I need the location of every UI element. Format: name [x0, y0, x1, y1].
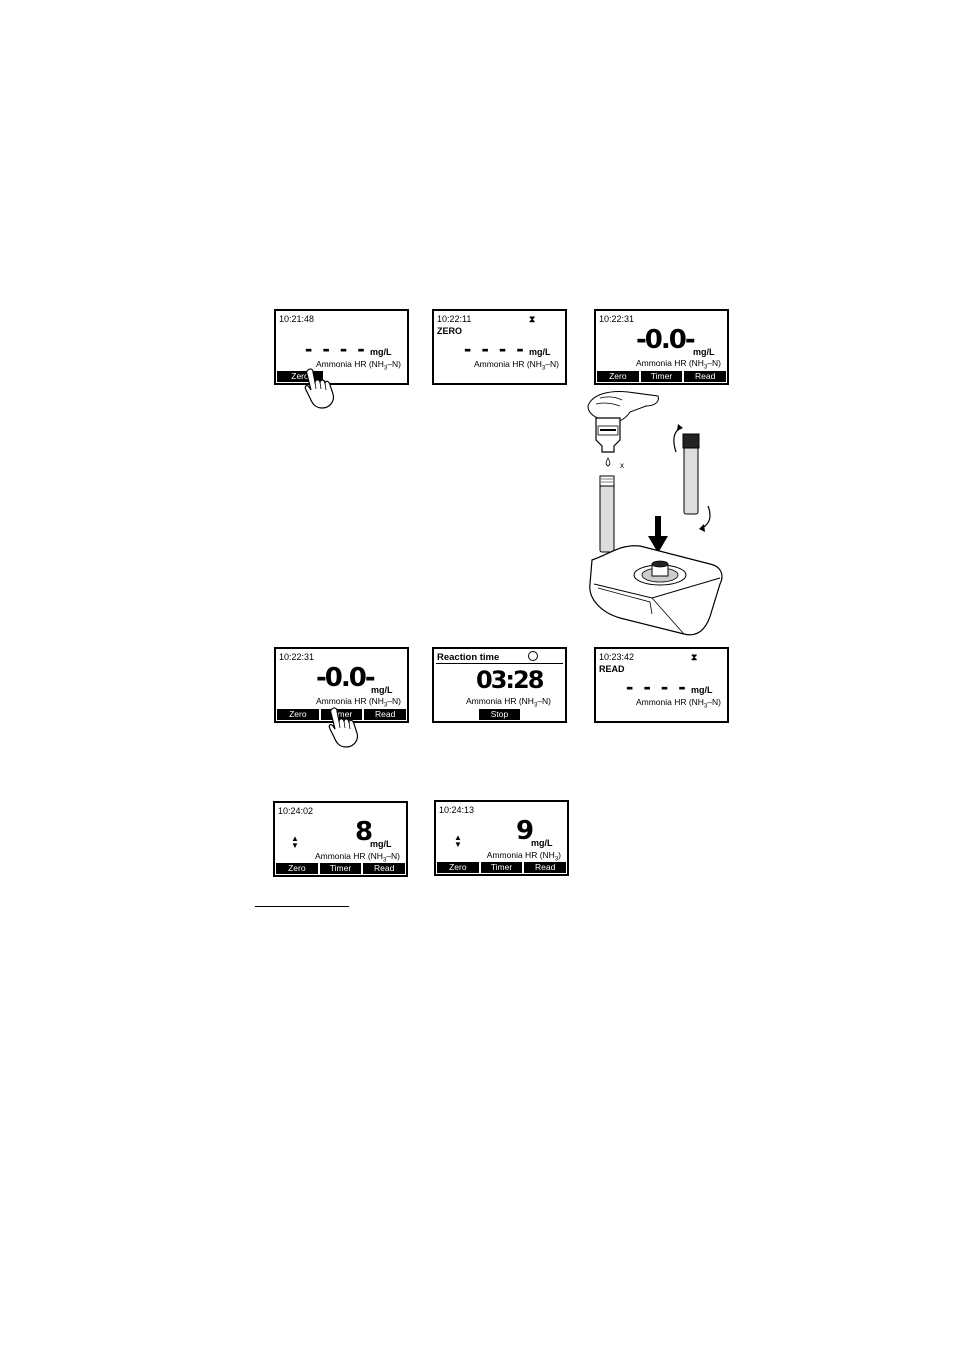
- unit-label: mg/L: [529, 347, 551, 357]
- screen-3: 10:22:31 -0.0- mg/L Ammonia HR (NH3–N) Z…: [594, 309, 729, 385]
- drop-icon: [605, 457, 611, 467]
- unit-label: mg/L: [531, 838, 553, 848]
- hourglass-icon: ⧗: [691, 652, 698, 662]
- softkey-bar: Zero Timer Read: [437, 862, 567, 873]
- hourglass-icon: ⧗: [529, 314, 536, 324]
- reading-dashes: - - - -: [464, 336, 526, 361]
- timer-softkey[interactable]: Timer: [319, 863, 362, 874]
- clock: 10:24:02: [278, 806, 314, 816]
- clock: 10:21:48: [279, 314, 315, 324]
- screen-8: 10:24:13 ▲▼ 9 mg/L Ammonia HR (NH3) Zero…: [434, 800, 569, 876]
- screen-7: 10:24:02 ▲▼ 8 mg/L Ammonia HR (NH3–N) Ze…: [273, 801, 408, 877]
- reading-value: 8: [355, 817, 373, 847]
- unit-label: mg/L: [691, 685, 713, 695]
- stop-softkey[interactable]: Stop: [478, 709, 521, 720]
- scroll-arrows-icon: ▲▼: [454, 833, 462, 849]
- clock: 10:22:11: [437, 314, 472, 324]
- screen-2: 10:22:11 ⧗ ZERO - - - - mg/L Ammonia HR …: [432, 309, 567, 385]
- parameter-label: Ammonia HR (NH3–N): [315, 359, 401, 372]
- zero-softkey[interactable]: Zero: [437, 862, 479, 873]
- pointing-hand-icon: [328, 707, 359, 748]
- parameter-label: Ammonia HR (NH3–N): [473, 359, 559, 372]
- reading-value: 9: [516, 816, 534, 846]
- title-underline: [436, 663, 563, 664]
- read-softkey[interactable]: Read: [363, 863, 406, 874]
- procedure-illustration: x: [587, 391, 723, 636]
- reading-value: -0.0-: [636, 325, 696, 355]
- softkey-bar: Zero: [277, 371, 323, 382]
- stopwatch-icon: [528, 651, 538, 661]
- insert-arrow-icon: [655, 516, 661, 538]
- drop-count-mark: x: [620, 461, 624, 470]
- footnote-divider: [255, 906, 349, 907]
- rotate-arrow-icon: [673, 427, 681, 453]
- parameter-label: Ammonia HR (NH3): [486, 850, 561, 863]
- screen-4: 10:22:31 -0.0- mg/L Ammonia HR (NH3–N) Z…: [274, 647, 409, 723]
- read-softkey[interactable]: Read: [684, 371, 727, 382]
- zero-softkey[interactable]: Zero: [277, 709, 319, 720]
- reading-value: -0.0-: [316, 663, 376, 693]
- screen-6: 10:23:42 ⧗ READ - - - - mg/L Ammonia HR …: [594, 647, 729, 723]
- softkey-bar: Zero Timer Read: [276, 863, 406, 874]
- parameter-label: Ammonia HR (NH3–N): [635, 697, 721, 710]
- screen-title: Reaction time: [437, 652, 500, 663]
- screen-1: 10:21:48 - - - - mg/L Ammonia HR (NH3–N)…: [274, 309, 409, 385]
- status-text: READ: [599, 664, 625, 674]
- rotate-arrow-icon: [701, 505, 711, 529]
- zero-softkey[interactable]: Zero: [597, 371, 639, 382]
- pointing-hand-icon: [304, 368, 335, 409]
- meter-icon: [589, 545, 723, 636]
- reading-dashes: - - - -: [305, 336, 367, 361]
- clock: 10:22:31: [279, 652, 315, 662]
- clock: 10:22:31: [599, 314, 635, 324]
- status-text: ZERO: [437, 326, 463, 336]
- zero-softkey[interactable]: Zero: [276, 863, 318, 874]
- reading-dashes: - - - -: [626, 674, 688, 699]
- unit-label: mg/L: [370, 839, 392, 849]
- softkey-bar: Zero Timer Read: [277, 709, 407, 720]
- timer-value: 03:28: [476, 666, 544, 694]
- scroll-arrows-icon: ▲▼: [291, 834, 299, 850]
- screen-5: Reaction time 03:28 Ammonia HR (NH3–N) S…: [432, 647, 567, 723]
- timer-softkey[interactable]: Timer: [640, 371, 683, 382]
- read-softkey[interactable]: Read: [524, 862, 567, 873]
- parameter-label: Ammonia HR (NH3–N): [465, 696, 551, 709]
- unit-label: mg/L: [693, 347, 715, 357]
- vial-icon: [599, 475, 615, 553]
- unit-label: mg/L: [371, 685, 393, 695]
- timer-softkey[interactable]: Timer: [320, 709, 363, 720]
- zero-softkey[interactable]: Zero: [277, 371, 323, 382]
- timer-softkey[interactable]: Timer: [480, 862, 523, 873]
- clock: 10:24:13: [439, 805, 475, 815]
- softkey-bar: Stop: [435, 709, 564, 720]
- parameter-label: Ammonia HR (NH3–N): [315, 696, 401, 709]
- parameter-label: Ammonia HR (NH3–N): [635, 358, 721, 371]
- unit-label: mg/L: [370, 347, 392, 357]
- parameter-label: Ammonia HR (NH3–N): [314, 851, 400, 864]
- softkey-bar: Zero Timer Read: [597, 371, 727, 382]
- read-softkey[interactable]: Read: [364, 709, 407, 720]
- clock: 10:23:42: [599, 652, 635, 662]
